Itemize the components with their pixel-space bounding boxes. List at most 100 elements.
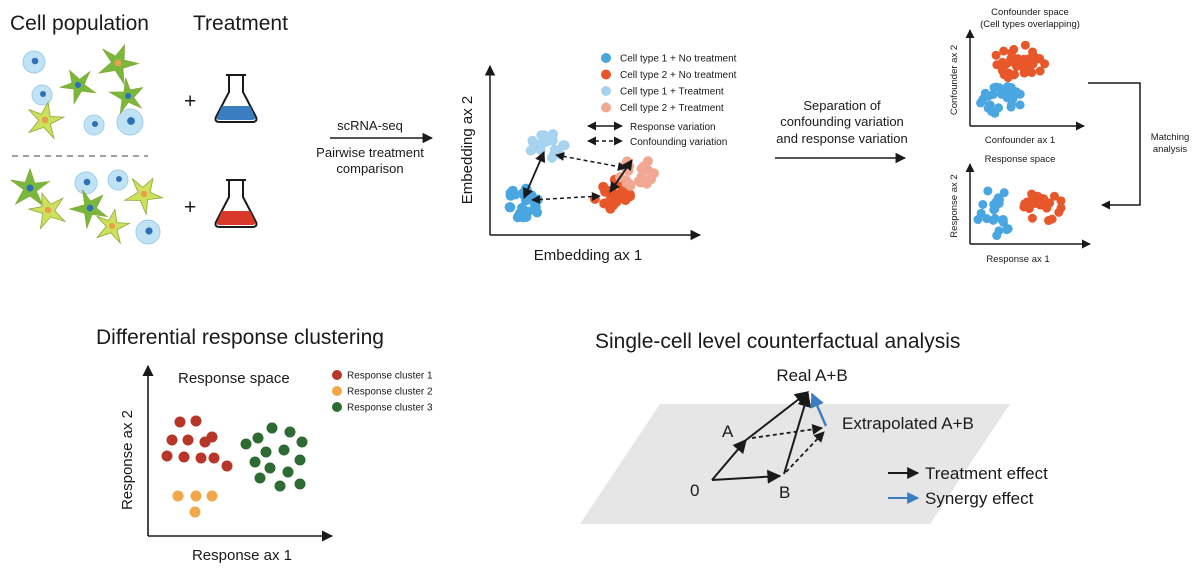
confounder-y-label: Confounder ax 2 xyxy=(949,45,960,115)
dot-confounder-type-2 xyxy=(1004,68,1014,78)
dot-confounder-type-2 xyxy=(991,50,1001,60)
legend-treatment-label: Treatment effect xyxy=(925,464,1048,483)
counterfactual-panel: Single-cell level counterfactual analysi… xyxy=(580,330,1048,524)
dot-response-cluster-3 xyxy=(254,472,266,484)
response-x-label: Response ax 1 xyxy=(986,254,1049,265)
response-space-plot: Response space Response ax 1 Response ax… xyxy=(949,154,1091,265)
dot-response-cluster-3 xyxy=(249,456,261,468)
clustering-title: Differential response clustering xyxy=(96,326,384,349)
legend-label: Cell type 2 + No treatment xyxy=(620,70,737,81)
dot-response-cluster-1 xyxy=(178,451,190,463)
dot-response-type-1 xyxy=(983,186,993,196)
separation-label-2: confounding variation xyxy=(780,114,904,129)
dot-cell-type-1-treated xyxy=(527,144,538,155)
cell-population-top xyxy=(22,43,144,140)
vector-a-real xyxy=(745,391,810,441)
embedding-plot: Embedding ax 1 Embedding ax 2 Cell type … xyxy=(459,53,737,264)
dot-confounder-type-2 xyxy=(1009,44,1019,54)
cell-nucleus xyxy=(124,92,132,100)
vector-b-real xyxy=(783,392,812,475)
dot-confounder-type-1 xyxy=(1002,93,1012,103)
dot-response-cluster-1 xyxy=(161,450,173,462)
separation-label-3: and response variation xyxy=(776,131,908,146)
comparison-label: comparison xyxy=(336,161,403,176)
plus-sign-top: + xyxy=(184,90,196,113)
dot-response-type-1 xyxy=(982,214,992,224)
dot-response-cluster-2 xyxy=(190,490,202,502)
dot-response-cluster-1 xyxy=(190,415,202,427)
dot-confounder-type-1 xyxy=(983,91,993,101)
cell-nucleus xyxy=(40,91,46,97)
matching-label-1: Matching xyxy=(1151,132,1190,143)
dot-response-type-1 xyxy=(1002,225,1012,235)
cell-nucleus xyxy=(140,190,148,198)
dot-confounder-type-1 xyxy=(985,100,995,110)
dot-response-cluster-3 xyxy=(264,462,276,474)
legend-marker xyxy=(601,86,611,96)
dot-confounder-type-1 xyxy=(1007,100,1017,110)
legend-label: Response cluster 2 xyxy=(347,387,433,398)
dot-confounder-type-2 xyxy=(999,46,1009,56)
vector-0-b xyxy=(711,469,782,484)
dot-cell-type-1-treated xyxy=(550,145,561,156)
dot-cell-type-1-treated xyxy=(528,137,539,148)
dot-response-cluster-3 xyxy=(296,436,308,448)
clustering-space-label: Response space xyxy=(178,370,290,387)
legend-marker xyxy=(332,370,342,380)
dot-response-cluster-1 xyxy=(182,434,194,446)
treatment-title: Treatment xyxy=(193,12,288,35)
dot-confounder-type-1 xyxy=(989,83,999,93)
label-a: A xyxy=(722,422,734,441)
cell-population-bottom xyxy=(10,167,165,245)
response-y-label: Response ax 2 xyxy=(949,174,960,237)
pairwise-label: Pairwise treatment xyxy=(316,145,424,160)
dot-cell-type-2-treated xyxy=(624,178,635,189)
vector-a-extrapolated xyxy=(751,424,824,439)
dot-response-type-1 xyxy=(973,215,983,225)
dot-response-cluster-3 xyxy=(274,480,286,492)
response-space-title: Response space xyxy=(985,154,1056,165)
confounder-subtitle: (Cell types overlapping) xyxy=(980,19,1080,30)
dot-confounder-type-2 xyxy=(1023,54,1033,64)
dot-confounder-type-2 xyxy=(1027,68,1037,78)
dot-response-cluster-3 xyxy=(278,444,290,456)
dot-cell-type-2-untreated xyxy=(600,186,611,197)
confounder-x-label: Confounder ax 1 xyxy=(985,135,1055,146)
cell-nucleus xyxy=(74,81,82,89)
flask-treated-icon xyxy=(214,179,258,228)
dot-response-cluster-3 xyxy=(294,478,306,490)
label-origin: 0 xyxy=(690,481,699,500)
synergy-vector xyxy=(810,392,828,427)
dot-cell-type-1-untreated xyxy=(505,202,516,213)
plus-sign-bottom: + xyxy=(184,196,196,219)
dot-response-cluster-1 xyxy=(208,452,220,464)
cell-nucleus xyxy=(116,176,122,182)
response-variation-arrow-type2 xyxy=(609,159,633,193)
embedding-y-label: Embedding ax 2 xyxy=(459,96,476,204)
dot-response-type-1 xyxy=(978,199,988,209)
dot-cell-type-2-untreated xyxy=(616,187,627,198)
cell-nucleus xyxy=(41,116,49,124)
cell-nucleus xyxy=(114,59,122,67)
dot-confounder-type-2 xyxy=(1016,57,1026,67)
dot-response-cluster-3 xyxy=(284,426,296,438)
dot-cell-type-1-treated xyxy=(558,140,569,151)
legend-marker xyxy=(601,69,611,80)
confounder-title: Confounder space xyxy=(991,7,1069,18)
label-real-ab: Real A+B xyxy=(776,366,847,385)
legend-marker xyxy=(332,386,342,396)
dot-response-cluster-1 xyxy=(195,452,207,464)
cell-nucleus xyxy=(26,184,34,192)
cell-nucleus xyxy=(108,222,116,230)
dot-response-type-2 xyxy=(1033,191,1043,201)
dot-response-type-2 xyxy=(1049,191,1059,201)
dot-response-cluster-2 xyxy=(172,490,184,502)
embedding-x-label: Embedding ax 1 xyxy=(534,247,642,264)
dot-response-cluster-3 xyxy=(266,422,278,434)
legend-response-label: Response variation xyxy=(630,122,716,133)
scrna-seq-label: scRNA-seq xyxy=(337,118,403,133)
matching-analysis-arrow xyxy=(1088,82,1141,210)
dot-response-type-1 xyxy=(999,188,1009,198)
cell-nucleus xyxy=(92,121,98,127)
